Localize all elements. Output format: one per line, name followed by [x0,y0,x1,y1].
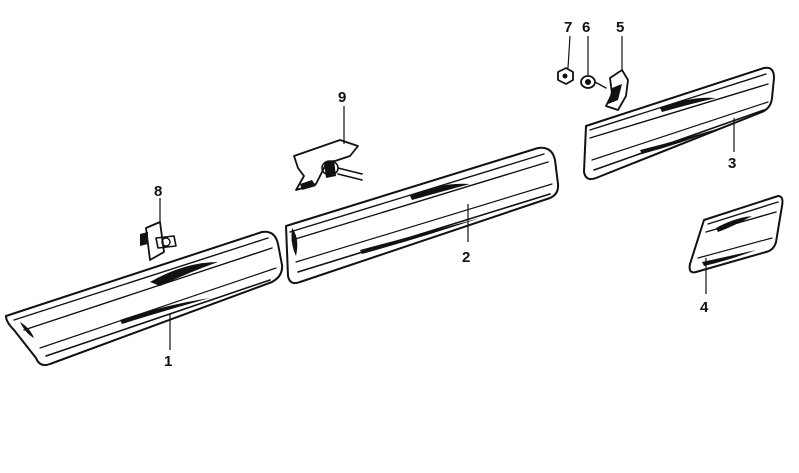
callout-3: 3 [728,155,736,172]
callout-8: 8 [154,183,162,200]
callout-2: 2 [462,249,470,266]
callout-1: 1 [164,353,172,370]
moulding-part-2 [285,146,560,285]
callout-4: 4 [700,299,709,316]
moulding-part-1 [5,230,284,367]
fastener-part-8 [140,221,177,261]
nut-part-7 [557,67,574,85]
clip-part-5 [605,69,629,111]
callout-9: 9 [338,89,346,106]
callout-6: 6 [582,19,590,36]
moulding-part-4 [688,195,784,274]
callout-5: 5 [616,19,624,36]
moulding-part-3 [583,66,775,181]
callout-7: 7 [564,19,572,36]
bracket-part-9 [293,139,363,191]
leader-line-7 [567,35,571,69]
washer-part-6 [580,75,607,89]
